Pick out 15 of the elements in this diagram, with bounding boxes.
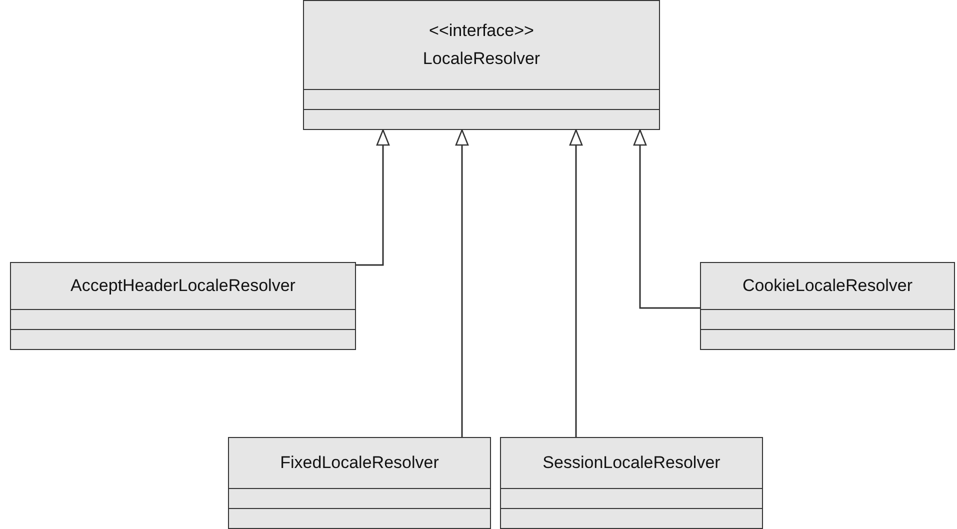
inheritance-arrow bbox=[633, 129, 700, 309]
class-box bbox=[10, 262, 356, 350]
class-name: SessionLocaleResolver bbox=[542, 453, 720, 473]
class-box bbox=[228, 437, 491, 529]
interface-box bbox=[303, 0, 660, 130]
inheritance-arrow bbox=[455, 129, 469, 437]
class-name: FixedLocaleResolver bbox=[280, 453, 439, 473]
inheritance-arrow bbox=[356, 129, 390, 266]
class-name: AcceptHeaderLocaleResolver bbox=[70, 276, 296, 296]
class-box bbox=[700, 262, 955, 350]
stereotype-label: <<interface>> bbox=[429, 21, 534, 41]
class-name: CookieLocaleResolver bbox=[742, 276, 913, 296]
class-name: LocaleResolver bbox=[422, 49, 540, 69]
class-box bbox=[500, 437, 763, 529]
inheritance-arrow bbox=[569, 129, 583, 437]
